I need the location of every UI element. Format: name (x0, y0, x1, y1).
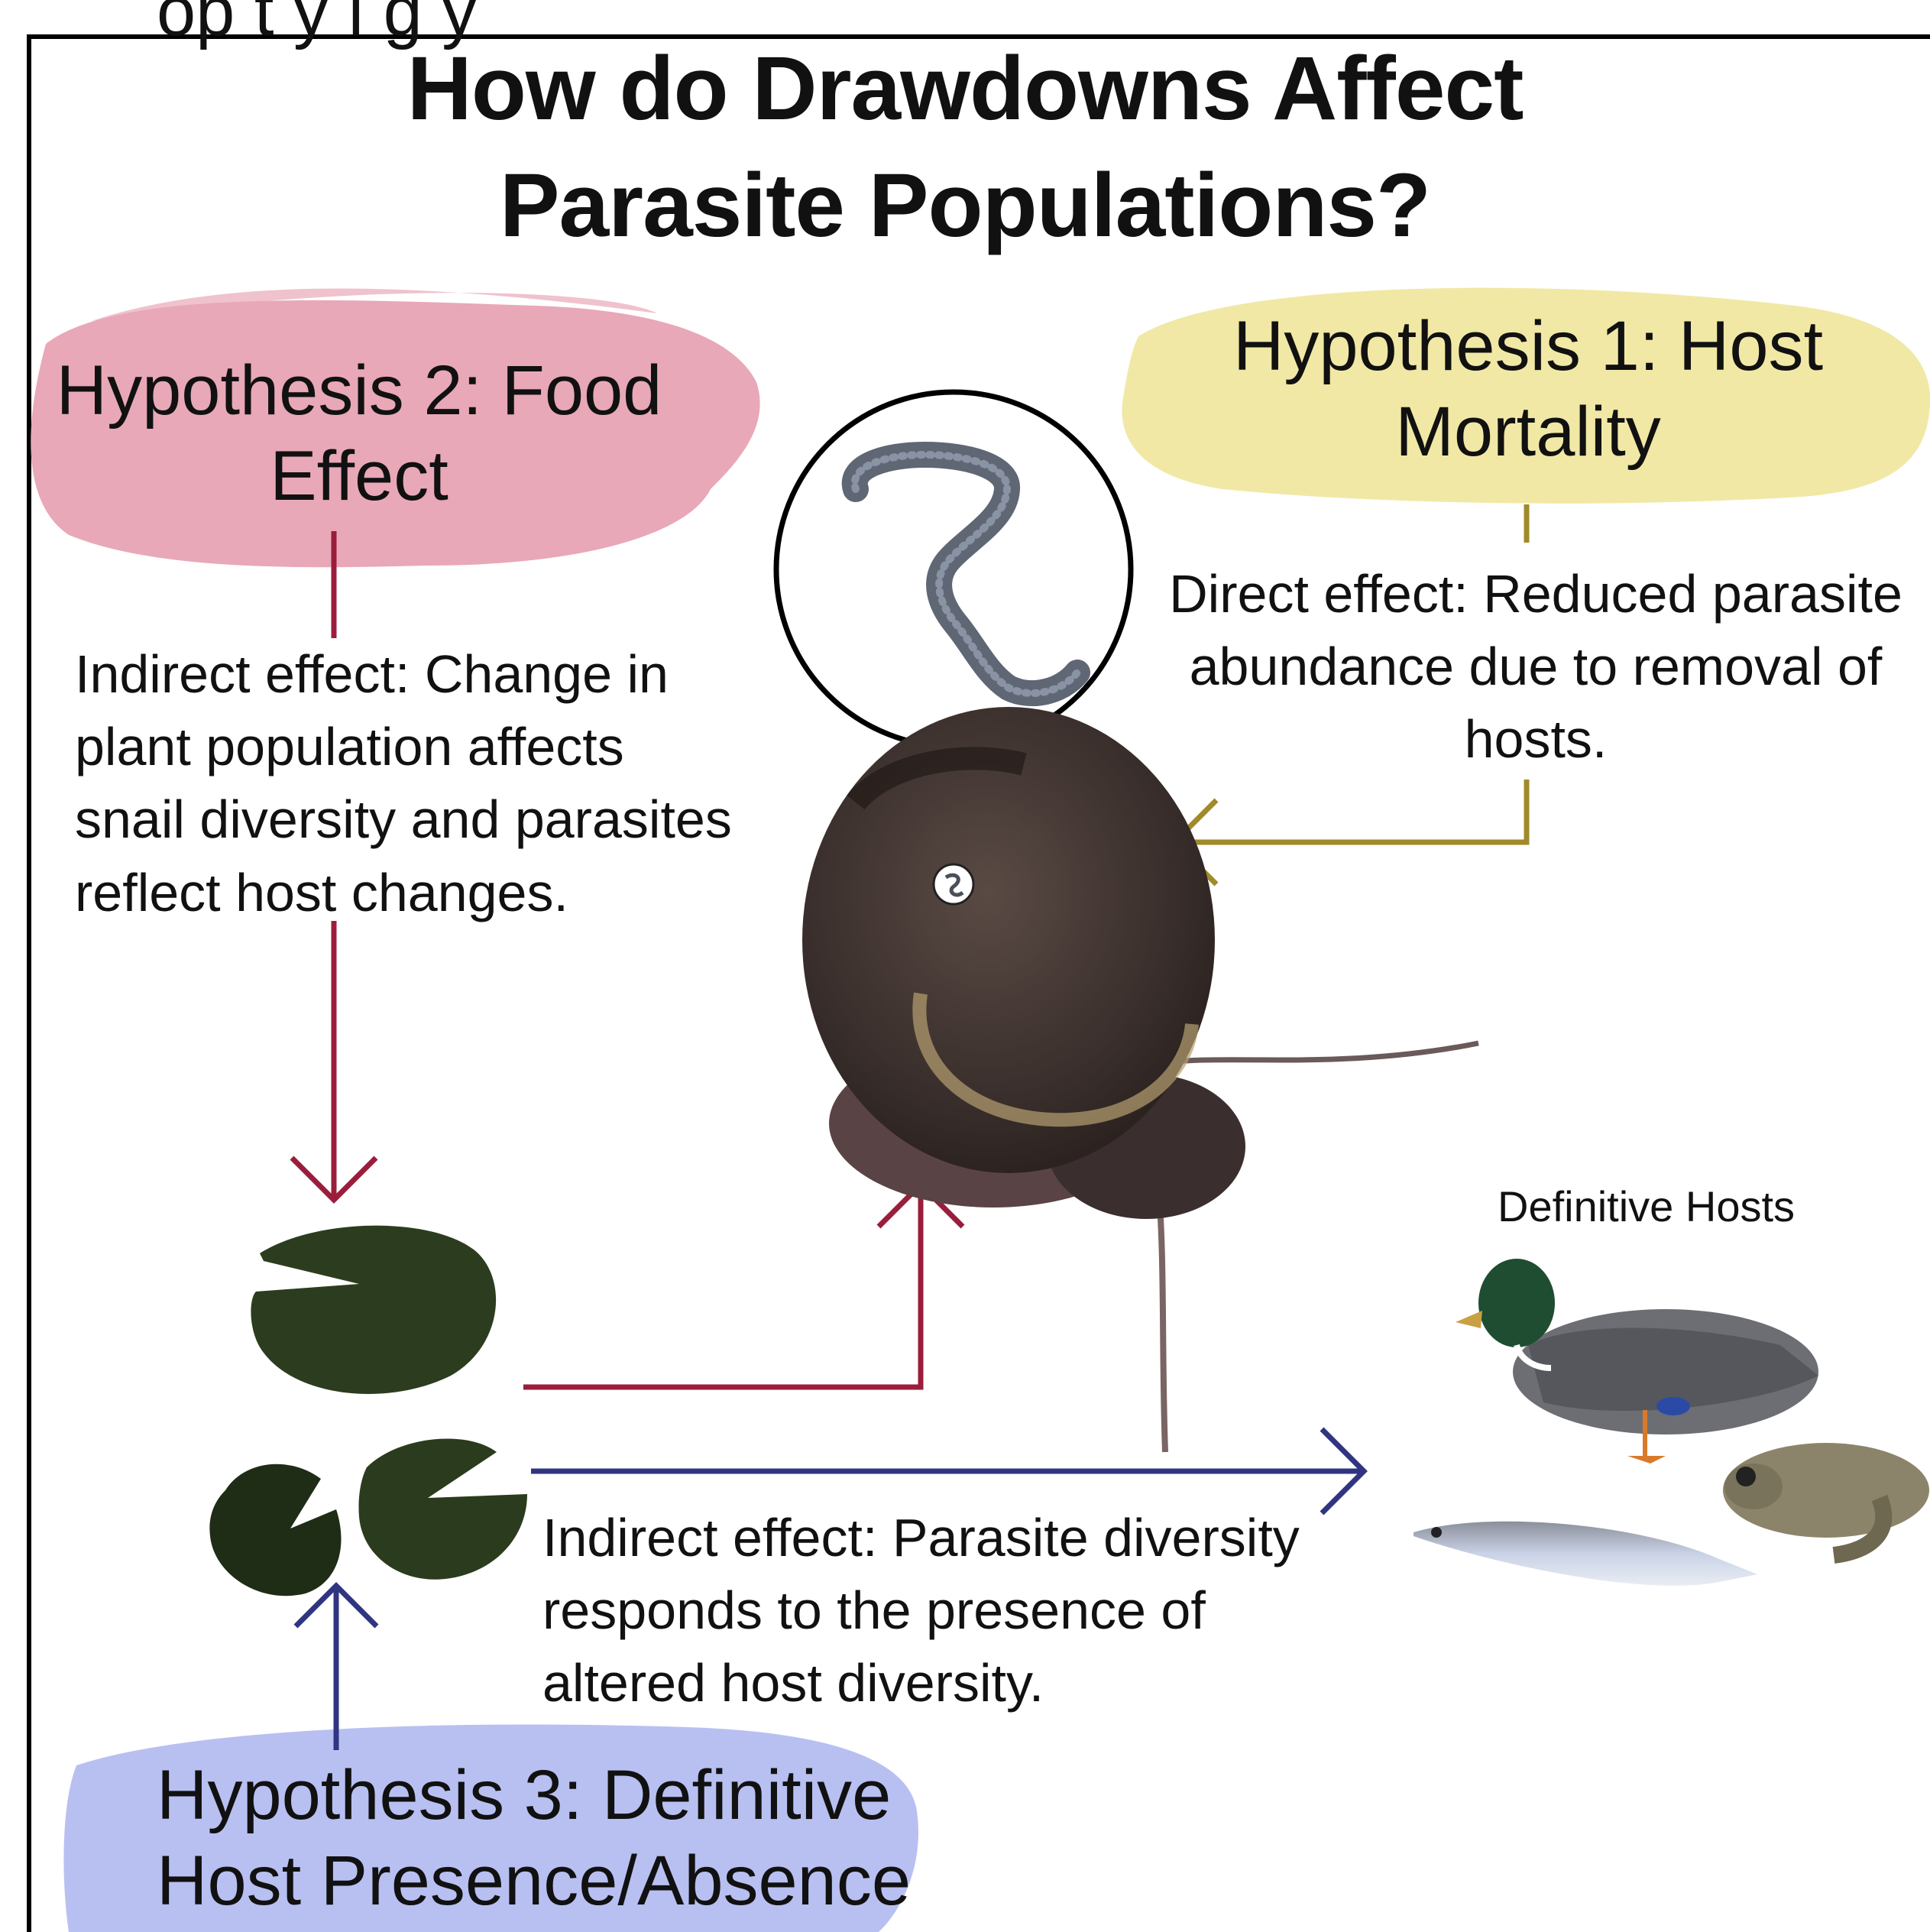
fish-icon (1413, 1522, 1757, 1586)
hypothesis3-text: Indirect effect: Parasite diversity resp… (542, 1502, 1398, 1720)
hypothesis2-text-line-4: reflect host changes. (75, 857, 839, 929)
hypothesis2-text-line-2: plant population affects (75, 711, 839, 783)
page-title: How do Drawdowns Affect Parasite Populat… (31, 31, 1899, 265)
hypothesis1-title: Hypothesis 1: Host Mortality (1192, 303, 1864, 475)
snail-icon (802, 707, 1478, 1452)
title-line-1: How do Drawdowns Affect (31, 31, 1899, 147)
hypothesis1-title-line-1: Hypothesis 1: Host (1192, 303, 1864, 389)
definitive-hosts-label: Definitive Hosts (1498, 1181, 1795, 1232)
hypothesis3-text-line-2: responds to the presence of (542, 1574, 1398, 1647)
hypothesis2-arrow-to-snail (523, 1185, 921, 1387)
lily-pad-icon (209, 1226, 527, 1596)
hypothesis1-text: Direct effect: Reduced parasite abundanc… (1138, 558, 1930, 776)
hypothesis2-text-line-3: snail diversity and parasites (75, 783, 839, 856)
hypothesis1-text-line-3: hosts. (1138, 703, 1930, 776)
hypothesis3-title-line-2: Host Presence/Absence (157, 1838, 997, 1924)
title-line-2: Parasite Populations? (31, 147, 1899, 264)
hypothesis3-text-line-1: Indirect effect: Parasite diversity (542, 1502, 1398, 1574)
frog-icon (1723, 1443, 1929, 1555)
hypothesis2-text-line-1: Indirect effect: Change in (75, 638, 839, 711)
hypothesis3-title: Hypothesis 3: Definitive Host Presence/A… (157, 1752, 997, 1924)
hypothesis1-title-line-2: Mortality (1192, 389, 1864, 475)
hypothesis2-title-line-1: Hypothesis 2: Food (46, 348, 672, 433)
hypothesis1-text-line-2: abundance due to removal of (1138, 630, 1930, 703)
hypothesis3-title-line-1: Hypothesis 3: Definitive (157, 1752, 997, 1838)
duck-icon (1456, 1259, 1818, 1464)
hypothesis2-title: Hypothesis 2: Food Effect (46, 348, 672, 519)
hypothesis3-text-line-3: altered host diversity. (542, 1647, 1398, 1720)
hypothesis2-text: Indirect effect: Change in plant populat… (75, 638, 839, 929)
hypothesis1-text-line-1: Direct effect: Reduced parasite (1138, 558, 1930, 630)
hypothesis2-title-line-2: Effect (46, 433, 672, 519)
hypothesis1-arrow-to-snail (1177, 780, 1527, 842)
